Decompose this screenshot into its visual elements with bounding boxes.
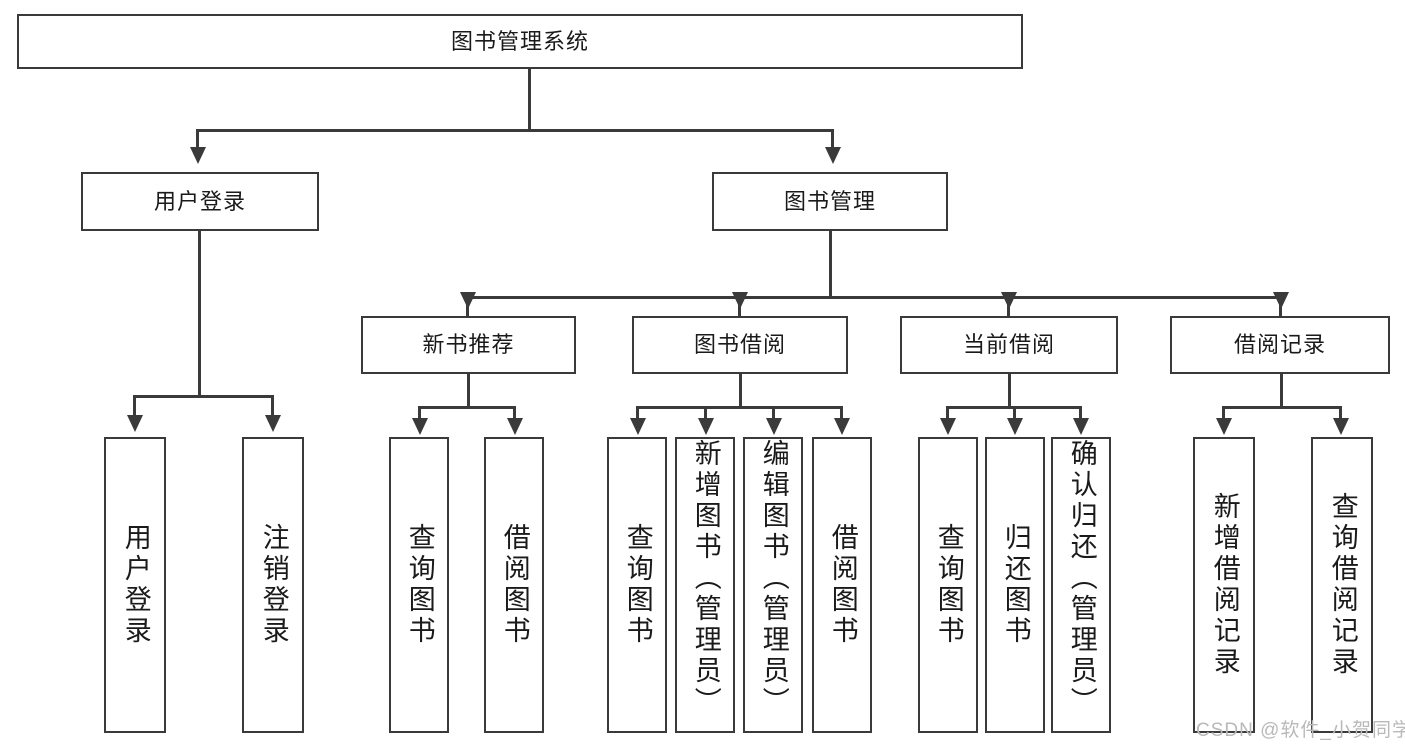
arrow-borrow-2	[698, 418, 714, 435]
leaf-user-login[interactable]: 用户登录	[104, 437, 166, 733]
connector-user-login-left-drop	[133, 395, 136, 417]
arrow-recommend-left	[412, 418, 428, 435]
node-book-borrow[interactable]: 图书借阅	[632, 316, 848, 374]
leaf-borrow-book-1[interactable]: 借阅图书	[484, 437, 544, 733]
connector-current-stem	[1008, 374, 1011, 408]
leaf-edit-book-admin[interactable]: 编辑图书（管理员）	[743, 437, 803, 733]
connector-recommend-left-drop	[418, 406, 421, 420]
connector-recommend-right-drop	[513, 406, 516, 420]
connector-user-login-stem	[198, 231, 201, 397]
leaf-logout-login-label: 注销登录	[258, 523, 289, 647]
leaf-add-book-admin-label: 新增图书（管理员）	[690, 439, 721, 718]
leaf-borrow-book-2[interactable]: 借阅图书	[812, 437, 872, 733]
node-root[interactable]: 图书管理系统	[17, 14, 1023, 69]
node-user-login[interactable]: 用户登录	[81, 172, 319, 231]
connector-borrow-d1	[636, 406, 639, 420]
arrow-bm-to-recommend	[460, 292, 476, 309]
leaf-user-login-label: 用户登录	[120, 523, 151, 647]
arrow-current-2	[1007, 418, 1023, 435]
arrow-record-left	[1216, 418, 1232, 435]
connector-recommend-stem	[467, 374, 470, 408]
connector-borrow-d3	[772, 406, 775, 420]
connector-root-bar	[196, 129, 834, 132]
connector-record-stem	[1280, 374, 1283, 408]
leaf-query-borrow-record-label: 查询借阅记录	[1327, 492, 1358, 678]
connector-borrow-stem	[739, 374, 742, 408]
connector-record-bar	[1222, 406, 1342, 409]
connector-current-d1	[946, 406, 949, 420]
leaf-query-book-2[interactable]: 查询图书	[607, 437, 667, 733]
connector-root-stem	[528, 69, 531, 131]
node-current-borrow[interactable]: 当前借阅	[900, 316, 1118, 374]
arrow-recommend-right	[507, 418, 523, 435]
leaf-query-book-3-label: 查询图书	[933, 523, 964, 647]
connector-current-d3	[1079, 406, 1082, 420]
leaf-query-book-1[interactable]: 查询图书	[389, 437, 449, 733]
leaf-borrow-book-1-label: 借阅图书	[499, 523, 530, 647]
connector-user-login-right-drop	[271, 395, 274, 417]
leaf-confirm-return-admin-label: 确认归还（管理员）	[1066, 439, 1097, 718]
connector-borrow-bar	[636, 406, 842, 409]
leaf-query-book-2-label: 查询图书	[622, 523, 653, 647]
leaf-borrow-book-2-label: 借阅图书	[827, 523, 858, 647]
connector-user-login-bar	[133, 395, 271, 398]
leaf-logout-login[interactable]: 注销登录	[242, 437, 304, 733]
arrow-bm-to-record	[1273, 292, 1289, 309]
node-book-management[interactable]: 图书管理	[712, 172, 948, 231]
node-user-login-label: 用户登录	[153, 188, 246, 214]
arrow-user-login-left	[127, 415, 143, 432]
leaf-query-borrow-record[interactable]: 查询借阅记录	[1311, 437, 1373, 733]
arrow-current-3	[1073, 418, 1089, 435]
connector-root-to-user-login	[196, 129, 199, 149]
leaf-return-book-label: 归还图书	[1000, 523, 1031, 647]
connector-current-d2	[1013, 406, 1016, 420]
connector-recommend-bar	[418, 406, 516, 409]
connector-record-right-drop	[1339, 406, 1342, 420]
node-new-book-recommend-label: 新书推荐	[422, 332, 515, 358]
arrow-bm-to-borrow	[732, 292, 748, 309]
connector-book-management-bar	[466, 296, 1282, 299]
connector-book-management-stem	[829, 231, 832, 298]
leaf-add-book-admin[interactable]: 新增图书（管理员）	[675, 437, 735, 733]
arrow-root-to-user-login	[190, 147, 206, 164]
connector-borrow-d4	[840, 406, 843, 420]
node-book-management-label: 图书管理	[783, 188, 876, 214]
node-new-book-recommend[interactable]: 新书推荐	[361, 316, 576, 374]
node-root-label: 图书管理系统	[450, 28, 589, 54]
leaf-edit-book-admin-label: 编辑图书（管理员）	[758, 439, 789, 718]
arrow-record-right	[1333, 418, 1349, 435]
leaf-add-borrow-record[interactable]: 新增借阅记录	[1193, 437, 1255, 733]
arrow-borrow-4	[834, 418, 850, 435]
node-borrow-record-label: 借阅记录	[1233, 332, 1326, 358]
leaf-query-book-1-label: 查询图书	[404, 523, 435, 647]
leaf-return-book[interactable]: 归还图书	[985, 437, 1045, 733]
node-current-borrow-label: 当前借阅	[962, 332, 1055, 358]
node-borrow-record[interactable]: 借阅记录	[1170, 316, 1390, 374]
leaf-confirm-return-admin[interactable]: 确认归还（管理员）	[1051, 437, 1111, 733]
arrow-root-to-book-management	[825, 147, 841, 164]
arrow-borrow-3	[766, 418, 782, 435]
leaf-query-book-3[interactable]: 查询图书	[918, 437, 978, 733]
node-book-borrow-label: 图书借阅	[693, 332, 786, 358]
connector-borrow-d2	[704, 406, 707, 420]
connector-root-to-book-management	[831, 129, 834, 149]
leaf-add-borrow-record-label: 新增借阅记录	[1209, 492, 1240, 678]
arrow-bm-to-current	[1001, 292, 1017, 309]
arrow-user-login-right	[265, 415, 281, 432]
arrow-current-1	[940, 418, 956, 435]
connector-record-left-drop	[1222, 406, 1225, 420]
arrow-borrow-1	[630, 418, 646, 435]
